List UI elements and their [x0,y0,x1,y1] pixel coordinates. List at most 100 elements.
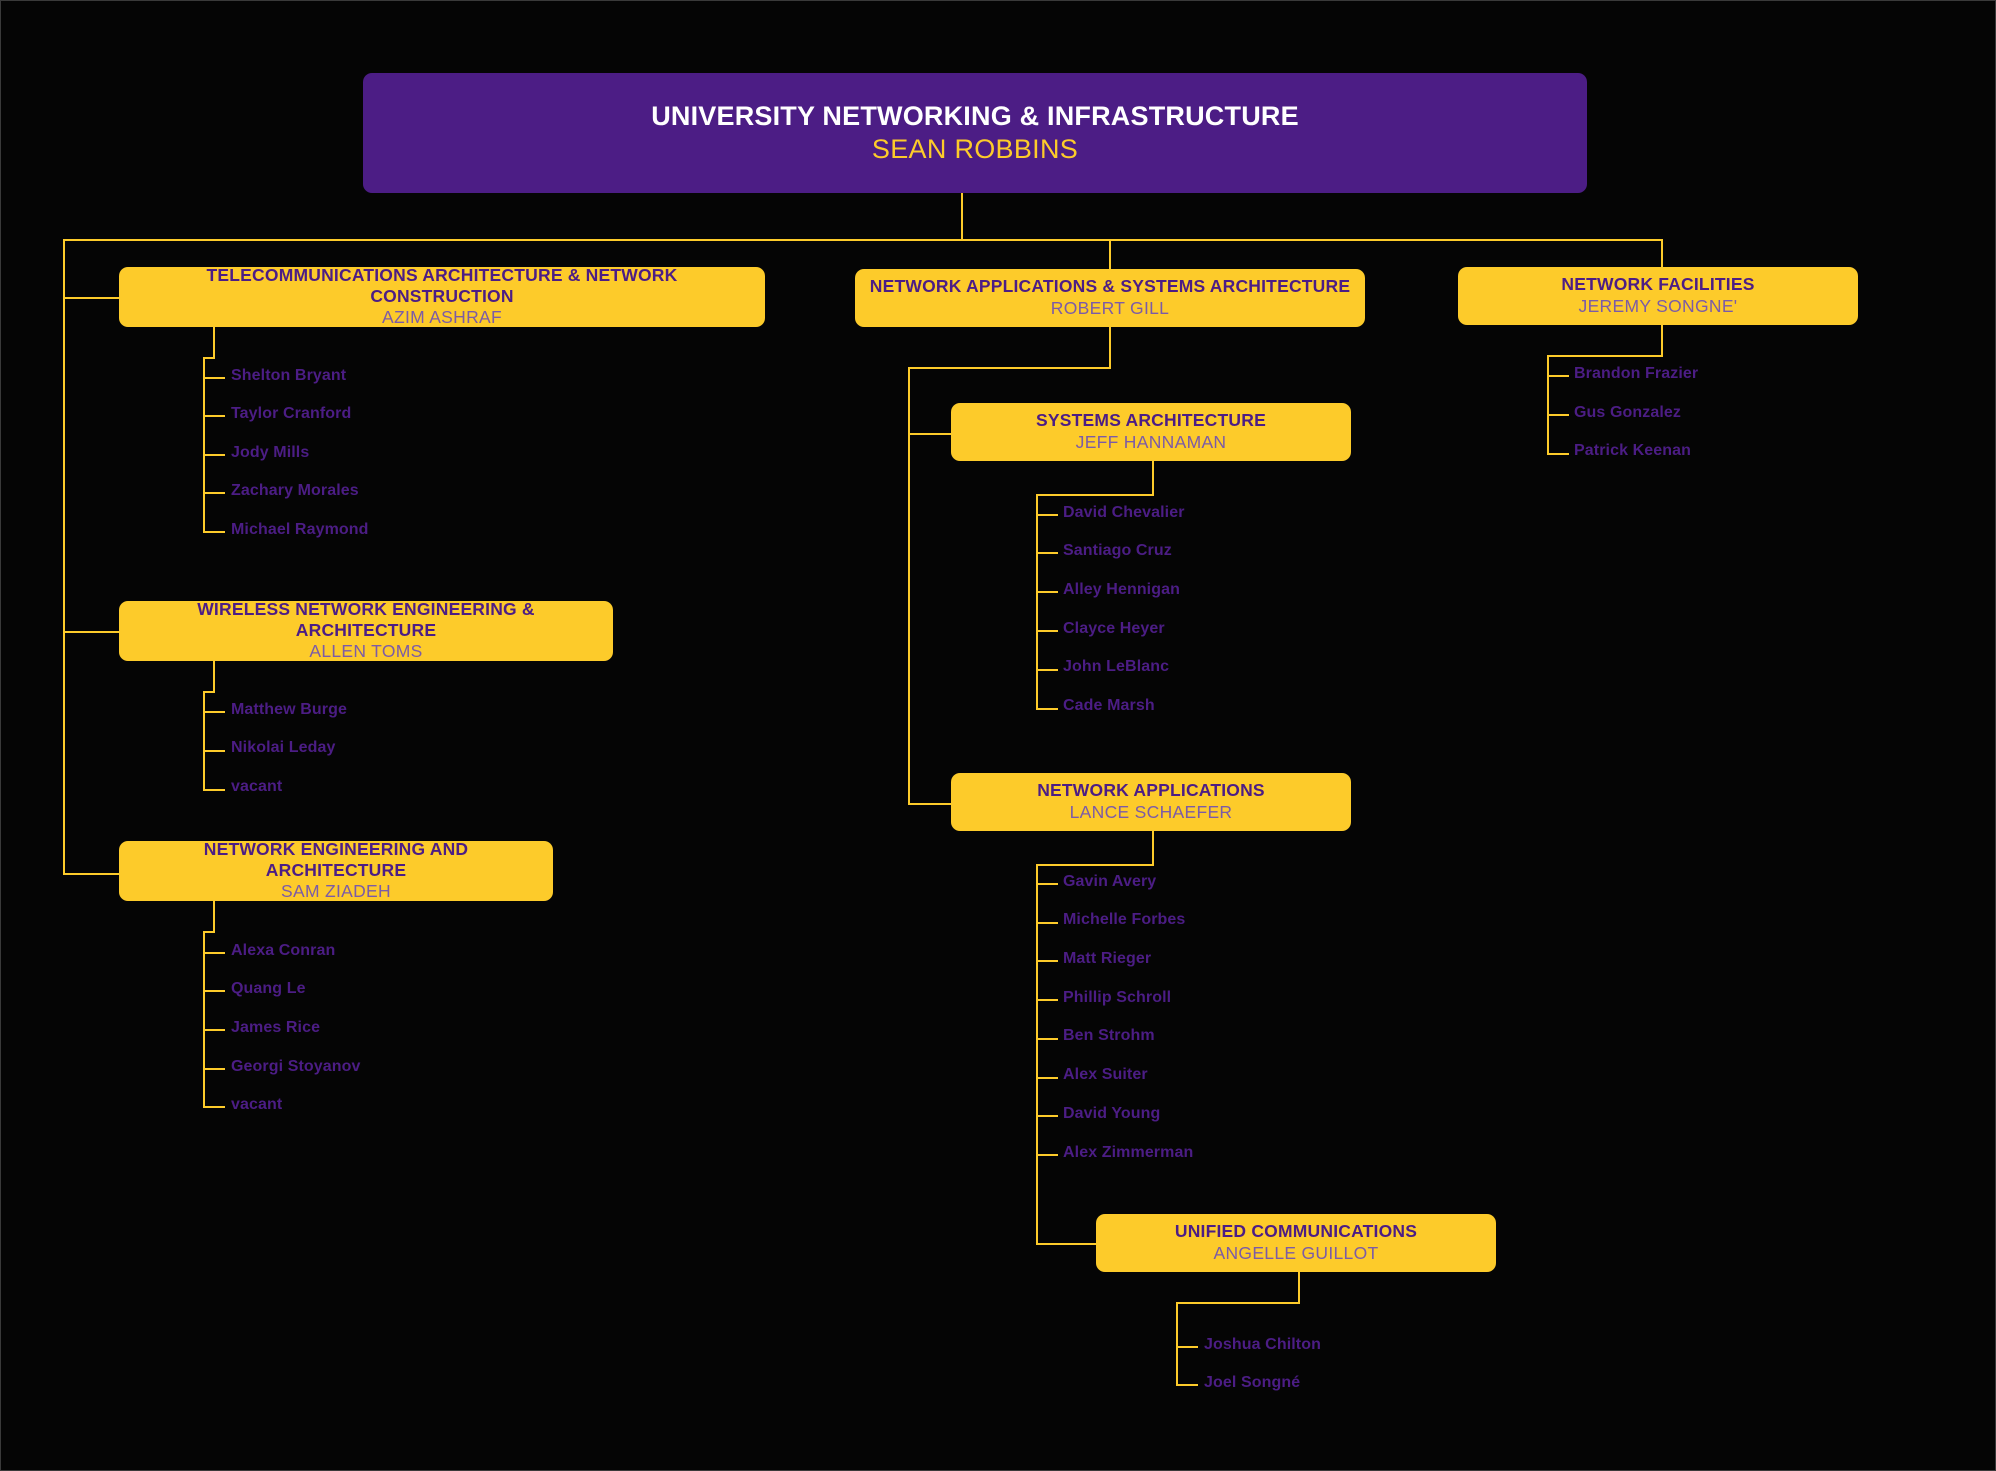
node-netappsys[interactable]: NETWORK APPLICATIONS & SYSTEMS ARCHITECT… [855,269,1365,327]
connector-root-stem [961,193,963,241]
node-root-person: SEAN ROBBINS [871,133,1079,164]
node-wireless-person: ALLEN TOMS [309,641,423,662]
staff-item: Nikolai Leday [231,739,336,756]
connector-netengarch-spine [203,931,205,1107]
connector-netapps-leaf-4 [1036,1038,1058,1040]
staff-item: Alex Zimmerman [1063,1144,1194,1161]
staff-item: Zachary Morales [231,482,359,499]
node-root[interactable]: UNIVERSITY NETWORKING & INFRASTRUCTURE S… [363,73,1587,193]
connector-wireless-leaf-1 [203,750,225,752]
staff-item: Shelton Bryant [231,367,347,384]
staff-item: Ben Strohm [1063,1027,1155,1044]
node-netappsys-person: ROBERT GILL [1050,297,1170,318]
node-root-title: UNIVERSITY NETWORKING & INFRASTRUCTURE [651,100,1299,131]
staff-item: Phillip Schroll [1063,989,1172,1006]
connector-netappsys-to-sysarch [908,433,951,435]
connector-sysarch-leaf-3 [1036,630,1058,632]
staff-item: Brandon Frazier [1574,365,1699,382]
node-sysarch[interactable]: SYSTEMS ARCHITECTURE JEFF HANNAMAN [951,403,1351,461]
connector-netfac-stem [1661,325,1663,355]
connector-sysarch-stem [1152,461,1154,494]
node-wireless[interactable]: WIRELESS NETWORK ENGINEERING & ARCHITECT… [119,598,613,662]
node-netengarch-person: SAM ZIADEH [281,881,391,902]
connector-netappsys-elbow [908,367,1111,369]
connector-unifiedcomm-stem [1298,1272,1300,1302]
connector-telecom-stem [213,327,215,357]
connector-telecom-leaf-3 [203,492,225,494]
staff-item: Joshua Chilton [1204,1336,1321,1353]
connector-netengarch-leaf-2 [203,1029,225,1031]
staff-item: Michael Raymond [231,521,369,538]
connector-netapps-elbow [1036,864,1154,866]
staff-item: Patrick Keenan [1574,442,1692,459]
staff-item: David Chevalier [1063,504,1185,521]
connector-sysarch-leaf-1 [1036,552,1058,554]
node-netfac-person: JEREMY SONGNE' [1578,295,1738,316]
connector-netfac-leaf-1 [1547,414,1569,416]
connector-telecom-leaf-4 [203,531,225,533]
staff-item: Gavin Avery [1063,873,1157,890]
staff-item: Alex Suiter [1063,1066,1148,1083]
staff-item: Alexa Conran [231,942,336,959]
node-netfac[interactable]: NETWORK FACILITIES JEREMY SONGNE' [1458,267,1858,325]
staff-item: Georgi Stoyanov [231,1058,361,1075]
connector-netapps-leaf-3 [1036,999,1058,1001]
connector-sysarch-leaf-4 [1036,669,1058,671]
staff-item: Clayce Heyer [1063,620,1165,637]
connector-wireless-spine [203,691,205,789]
connector-netengarch-leaf-0 [203,952,225,954]
connector-netapps-leaf-5 [1036,1077,1058,1079]
connector-root-bus [63,239,1663,241]
node-netapps[interactable]: NETWORK APPLICATIONS LANCE SCHAEFER [951,773,1351,831]
connector-netapps-to-unifiedcomm [1036,1243,1096,1245]
node-telecom-title: TELECOMMUNICATIONS ARCHITECTURE & NETWOR… [206,264,678,307]
staff-item: Alley Hennigan [1063,581,1180,598]
staff-item: David Young [1063,1105,1161,1122]
connector-netapps-leaf-0 [1036,883,1058,885]
connector-telecom-leaf-0 [203,377,225,379]
connector-netappsys-stem [1109,327,1111,367]
node-netengarch[interactable]: NETWORK ENGINEERING AND ARCHITECTURE SAM… [119,838,553,902]
connector-netapps-spine [1036,864,1038,1243]
connector-netengarch-leaf-4 [203,1106,225,1108]
staff-item: James Rice [231,1019,321,1036]
connector-netapps-leaf-6 [1036,1115,1058,1117]
connector-telecom-leaf-2 [203,454,225,456]
node-netapps-person: LANCE SCHAEFER [1069,801,1233,822]
connector-right-drop [1661,239,1663,277]
connector-netfac-leaf-2 [1547,453,1569,455]
node-netfac-title: NETWORK FACILITIES [1561,274,1755,295]
connector-unifiedcomm-spine [1176,1302,1178,1386]
connector-telecom-elbow [203,357,215,359]
connector-netapps-leaf-7 [1036,1154,1058,1156]
connector-netfac-spine [1547,355,1549,453]
node-unifiedcomm[interactable]: UNIFIED COMMUNICATIONS ANGELLE GUILLOT [1096,1214,1496,1272]
connector-wireless-stem [213,661,215,691]
connector-netengarch-leaf-3 [203,1068,225,1070]
staff-item: Matt Rieger [1063,950,1152,967]
node-telecom-person: AZIM ASHRAF [382,307,502,328]
connector-unifiedcomm-leaf-1 [1176,1384,1198,1386]
node-netengarch-title: NETWORK ENGINEERING AND ARCHITECTURE [203,838,469,881]
connector-netapps-leaf-1 [1036,922,1058,924]
node-wireless-title: WIRELESS NETWORK ENGINEERING & ARCHITECT… [197,598,535,641]
connector-wireless-leaf-0 [203,711,225,713]
connector-telecom-leaf-1 [203,415,225,417]
connector-netapps-leaf-2 [1036,960,1058,962]
connector-left-to-netengarch [63,873,119,875]
node-netappsys-title: NETWORK APPLICATIONS & SYSTEMS ARCHITECT… [869,276,1351,297]
connector-wireless-elbow [203,691,215,693]
staff-item: vacant [231,778,283,795]
connector-sysarch-leaf-2 [1036,591,1058,593]
connector-netengarch-elbow [203,931,215,933]
node-netapps-title: NETWORK APPLICATIONS [1037,780,1265,801]
staff-item: Quang Le [231,980,306,997]
node-telecom[interactable]: TELECOMMUNICATIONS ARCHITECTURE & NETWOR… [119,264,765,328]
node-sysarch-person: JEFF HANNAMAN [1075,431,1227,452]
staff-item: John LeBlanc [1063,658,1170,675]
node-unifiedcomm-title: UNIFIED COMMUNICATIONS [1174,1221,1418,1242]
staff-item: Michelle Forbes [1063,911,1186,928]
connector-unifiedcomm-elbow [1176,1302,1300,1304]
connector-netappsys-to-netapps [908,803,951,805]
